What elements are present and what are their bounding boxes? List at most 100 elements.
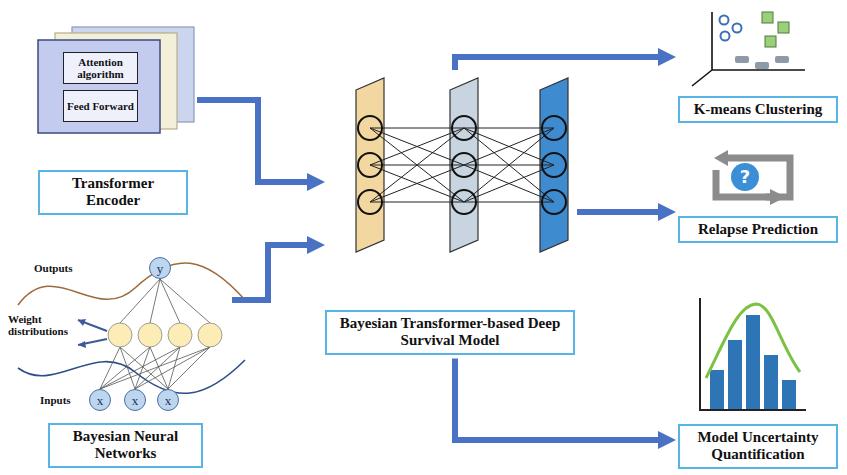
node-label: Relapse Prediction	[678, 216, 838, 243]
question-circle: ?	[731, 163, 759, 191]
neuron	[542, 190, 566, 214]
bnn-links	[100, 279, 210, 389]
cluster-point	[733, 24, 742, 33]
node-label: Transformer Encoder	[38, 170, 188, 215]
neuron	[358, 153, 382, 177]
neuron	[452, 190, 476, 214]
cluster-point	[735, 56, 749, 63]
link	[100, 347, 210, 389]
neuron	[452, 116, 476, 140]
link	[370, 165, 464, 202]
input-neuron: x	[124, 389, 146, 411]
hidden-neuron	[138, 323, 162, 347]
node-label: y	[157, 262, 164, 275]
link	[370, 128, 464, 202]
flow-arrow	[455, 57, 664, 70]
hidden-neuron	[108, 323, 132, 347]
loop-head	[714, 150, 728, 166]
axes	[700, 298, 806, 410]
link	[370, 128, 464, 165]
bar	[728, 340, 742, 410]
kmeans-group: K-means Clustering	[676, 8, 840, 125]
link	[100, 347, 150, 389]
link	[370, 128, 464, 129]
layer-caption: Outputs	[34, 262, 73, 274]
kmeans-icon	[692, 12, 805, 86]
bar	[764, 355, 778, 410]
bar	[782, 380, 796, 410]
cluster-point	[720, 16, 729, 25]
link	[160, 279, 180, 323]
output-neuron: y	[149, 257, 171, 279]
node-label: Bayesian Transformer-based Deep Survival…	[325, 310, 575, 355]
link	[370, 128, 464, 202]
link	[464, 165, 554, 202]
neuron	[542, 153, 566, 177]
layer-caption: Weight distributions	[8, 313, 78, 337]
model-network	[356, 78, 568, 252]
model-group: Bayesian Transformer-based Deep Survival…	[325, 72, 575, 357]
link	[100, 347, 180, 389]
cluster-point	[721, 32, 730, 41]
flow-arrow	[232, 245, 313, 300]
link	[120, 279, 160, 323]
link	[135, 347, 150, 389]
cluster-point	[762, 12, 773, 23]
link	[120, 347, 168, 389]
bar	[710, 370, 724, 410]
link	[464, 128, 554, 129]
link	[370, 165, 464, 202]
link	[464, 128, 554, 202]
axes	[692, 12, 805, 86]
neuron	[358, 190, 382, 214]
neuron	[358, 116, 382, 140]
node-label: K-means Clustering	[678, 96, 838, 123]
weight-curve	[18, 263, 245, 305]
link	[464, 128, 554, 202]
node-label: Attention algorithm	[64, 56, 137, 80]
link	[135, 347, 210, 389]
node-label: Model Uncertainty Quantification	[678, 424, 838, 469]
node-label: Bayesian Neural Networks	[48, 423, 203, 468]
flow-arrow	[197, 100, 313, 182]
hidden-neuron	[168, 323, 192, 347]
encoder-group: Transformer Encoder Attention algorithmFe…	[35, 25, 195, 217]
cluster-point	[755, 62, 769, 69]
link	[168, 347, 210, 389]
bar	[746, 315, 760, 410]
feedforward-box: Feed Forward	[63, 90, 138, 122]
cluster-point	[778, 22, 789, 33]
node-label: Feed Forward	[67, 100, 134, 112]
attention-box: Attention algorithm	[63, 52, 138, 84]
uncertainty-group: Model Uncertainty Quantification	[676, 262, 840, 471]
node-label: x	[165, 394, 172, 407]
uncertainty-chart	[700, 298, 806, 410]
neuron	[542, 116, 566, 140]
network-neurons	[358, 116, 566, 214]
link	[150, 279, 160, 323]
neuron	[452, 153, 476, 177]
relapse-icon	[714, 150, 790, 205]
pointer-head	[78, 319, 86, 326]
pointer-head	[78, 341, 86, 348]
flow-arrow	[577, 209, 664, 215]
link	[150, 347, 168, 389]
loop-arrow	[728, 158, 790, 197]
layer-caption: Inputs	[40, 394, 71, 406]
link	[464, 202, 554, 203]
loop-head	[770, 189, 786, 205]
pointer-arrow	[78, 320, 107, 331]
flow-arrow	[455, 359, 664, 441]
relapse-group: Relapse Prediction?	[676, 140, 840, 245]
encoder-layer	[38, 40, 160, 133]
node-label: ?	[740, 168, 750, 186]
input-neuron: x	[89, 389, 111, 411]
cluster-point	[775, 56, 789, 63]
link	[464, 165, 554, 202]
node-label: x	[97, 394, 104, 407]
link	[370, 202, 464, 203]
link	[464, 128, 554, 165]
link	[160, 279, 210, 323]
link	[370, 128, 464, 165]
trend-curve	[706, 304, 800, 378]
